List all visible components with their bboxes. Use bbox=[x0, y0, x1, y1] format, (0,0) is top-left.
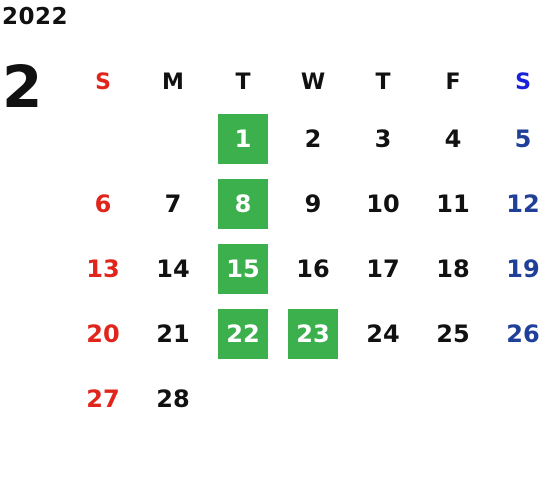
day-cell[interactable]: 14 bbox=[138, 244, 208, 294]
day-number: 27 bbox=[86, 384, 120, 413]
day-cell[interactable]: 11 bbox=[418, 179, 488, 229]
day-cell[interactable]: 1 bbox=[208, 113, 278, 164]
day-number: 4 bbox=[444, 124, 462, 153]
day-number: 10 bbox=[366, 189, 400, 218]
week-row: 13 14 15 16 17 18 19 bbox=[68, 236, 548, 301]
day-number: 9 bbox=[304, 189, 322, 218]
day-number: 3 bbox=[374, 124, 392, 153]
day-number: 8 bbox=[234, 189, 252, 218]
day-cell[interactable]: 16 bbox=[278, 244, 348, 294]
day-number: 24 bbox=[366, 319, 400, 348]
day-cell[interactable]: 28 bbox=[138, 374, 208, 424]
empty-day-cell bbox=[348, 374, 418, 424]
week-row: 27 28 bbox=[68, 366, 548, 431]
empty-day-cell bbox=[418, 374, 488, 424]
day-cell[interactable]: 20 bbox=[68, 309, 138, 359]
weekday-saturday: S bbox=[515, 69, 531, 95]
day-cell[interactable]: 13 bbox=[68, 244, 138, 294]
day-cell[interactable]: 27 bbox=[68, 374, 138, 424]
day-number: 25 bbox=[436, 319, 470, 348]
day-number: 21 bbox=[156, 319, 190, 348]
day-cell[interactable]: 24 bbox=[348, 309, 418, 359]
highlighted-day-marker: 22 bbox=[218, 308, 268, 359]
day-cell[interactable]: 18 bbox=[418, 244, 488, 294]
day-cell[interactable]: 15 bbox=[208, 243, 278, 294]
weekday-friday: F bbox=[445, 69, 461, 95]
highlighted-day-marker: 8 bbox=[218, 178, 268, 229]
day-cell[interactable]: 5 bbox=[488, 114, 548, 164]
highlighted-day-marker: 15 bbox=[218, 243, 268, 294]
weekday-tuesday: T bbox=[235, 69, 251, 95]
weekday-monday: M bbox=[162, 69, 184, 95]
day-number: 15 bbox=[226, 254, 260, 283]
empty-day-cell bbox=[488, 374, 548, 424]
empty-day-cell bbox=[68, 114, 138, 164]
empty-day-cell bbox=[208, 374, 278, 424]
day-number: 5 bbox=[514, 124, 532, 153]
highlighted-day-marker: 1 bbox=[218, 113, 268, 164]
empty-day-cell bbox=[138, 114, 208, 164]
empty-day-cell bbox=[278, 374, 348, 424]
day-cell[interactable]: 23 bbox=[278, 308, 348, 359]
weekday-wednesday: W bbox=[300, 69, 326, 95]
weekday-sunday: S bbox=[95, 69, 111, 95]
day-cell[interactable]: 7 bbox=[138, 179, 208, 229]
weekday-header-row: S M T W T F S bbox=[68, 58, 548, 106]
day-cell[interactable]: 19 bbox=[488, 244, 548, 294]
day-number: 1 bbox=[234, 124, 252, 153]
day-number: 17 bbox=[366, 254, 400, 283]
day-number: 16 bbox=[296, 254, 330, 283]
day-number: 18 bbox=[436, 254, 470, 283]
day-number: 13 bbox=[86, 254, 120, 283]
day-cell[interactable]: 8 bbox=[208, 178, 278, 229]
day-cell[interactable]: 6 bbox=[68, 179, 138, 229]
week-row: 20 21 22 23 24 25 26 bbox=[68, 301, 548, 366]
day-number: 28 bbox=[156, 384, 190, 413]
day-number: 26 bbox=[506, 319, 540, 348]
day-cell[interactable]: 25 bbox=[418, 309, 488, 359]
day-number: 2 bbox=[304, 124, 322, 153]
day-number: 7 bbox=[164, 189, 182, 218]
weekday-thursday: T bbox=[375, 69, 391, 95]
week-row: 1 2 3 4 5 bbox=[68, 106, 548, 171]
day-cell[interactable]: 2 bbox=[278, 114, 348, 164]
day-number: 23 bbox=[296, 319, 330, 348]
day-number: 20 bbox=[86, 319, 120, 348]
day-number: 12 bbox=[506, 189, 540, 218]
day-cell[interactable]: 10 bbox=[348, 179, 418, 229]
day-number: 14 bbox=[156, 254, 190, 283]
week-row: 6 7 8 9 10 11 12 bbox=[68, 171, 548, 236]
day-cell[interactable]: 17 bbox=[348, 244, 418, 294]
day-cell[interactable]: 22 bbox=[208, 308, 278, 359]
day-cell[interactable]: 4 bbox=[418, 114, 488, 164]
day-cell[interactable]: 21 bbox=[138, 309, 208, 359]
day-cell[interactable]: 12 bbox=[488, 179, 548, 229]
month-number: 2 bbox=[2, 53, 43, 121]
day-number: 22 bbox=[226, 319, 260, 348]
day-cell[interactable]: 9 bbox=[278, 179, 348, 229]
day-number: 19 bbox=[506, 254, 540, 283]
day-cell[interactable]: 26 bbox=[488, 309, 548, 359]
day-number: 11 bbox=[436, 189, 470, 218]
year-label: 2022 bbox=[2, 4, 69, 30]
highlighted-day-marker: 23 bbox=[288, 308, 338, 359]
day-number: 6 bbox=[94, 189, 112, 218]
day-cell[interactable]: 3 bbox=[348, 114, 418, 164]
